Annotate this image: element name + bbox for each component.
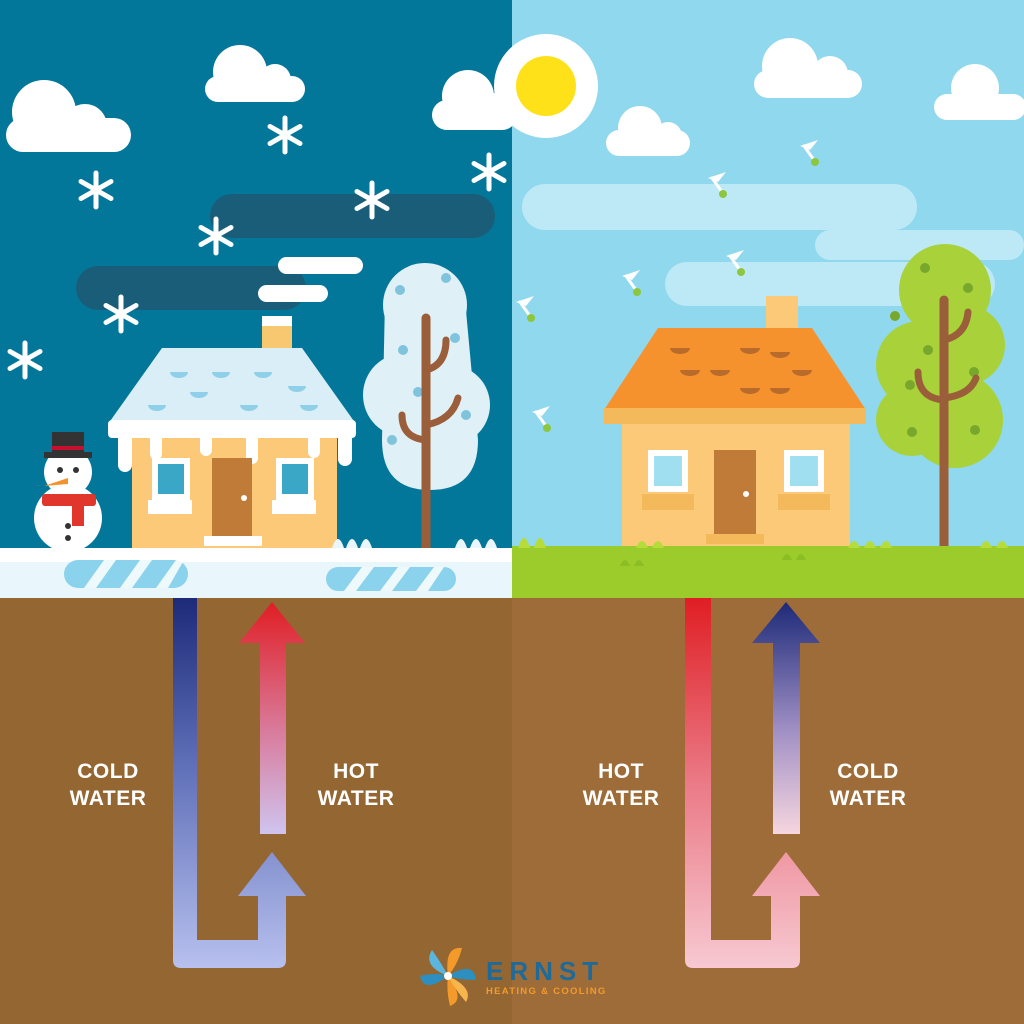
grass-tufts (518, 538, 1008, 548)
logo-tagline: HEATING & COOLING (486, 986, 607, 997)
pinwheel-logo-icon (420, 947, 476, 1006)
winter-left-label-line2: WATER (70, 787, 147, 810)
summer-right-label-line2: WATER (830, 787, 907, 810)
summer-left-label-line1: HOT (598, 760, 644, 783)
hot-water-arrow (239, 602, 305, 834)
hot-water-pipe (685, 598, 820, 968)
winter-scene (0, 0, 517, 598)
summer-wind-band (522, 184, 917, 230)
winter-right-label-line2: WATER (318, 787, 395, 810)
ernst-logo: ERNST HEATING & COOLING (420, 947, 607, 1006)
winter-right-label-line1: HOT (333, 760, 379, 783)
cloud-icon (606, 106, 690, 156)
summer-tree (876, 244, 1005, 553)
sun-icon (494, 34, 598, 138)
cold-water-arrow (752, 602, 820, 834)
snowman (34, 432, 102, 552)
cloud-icon (6, 80, 131, 152)
ice-patch (326, 567, 456, 591)
summer-house (604, 296, 866, 546)
winter-loop (173, 598, 306, 968)
snow-tufts (332, 539, 497, 548)
grass-ground (512, 546, 1024, 598)
summer-right-label-line1: COLD (837, 760, 899, 783)
summer-wind-band (815, 230, 1024, 260)
cloud-icon (934, 64, 1024, 120)
winter-house (108, 348, 356, 548)
winter-wind-band (76, 266, 306, 310)
summer-scene (494, 0, 1024, 598)
summer-left-label-line2: WATER (583, 787, 660, 810)
smoke-icon (258, 257, 363, 302)
cold-water-pipe (173, 598, 306, 968)
cloud-icon (754, 38, 862, 98)
ice-patch (64, 560, 188, 588)
winter-left-label-line1: COLD (77, 760, 139, 783)
cloud-icon (205, 45, 305, 102)
chimney (262, 322, 292, 350)
summer-loop (685, 598, 820, 968)
logo-name: ERNST (486, 956, 604, 986)
winter-wind-band (210, 194, 495, 238)
snowy-tree (363, 263, 490, 553)
